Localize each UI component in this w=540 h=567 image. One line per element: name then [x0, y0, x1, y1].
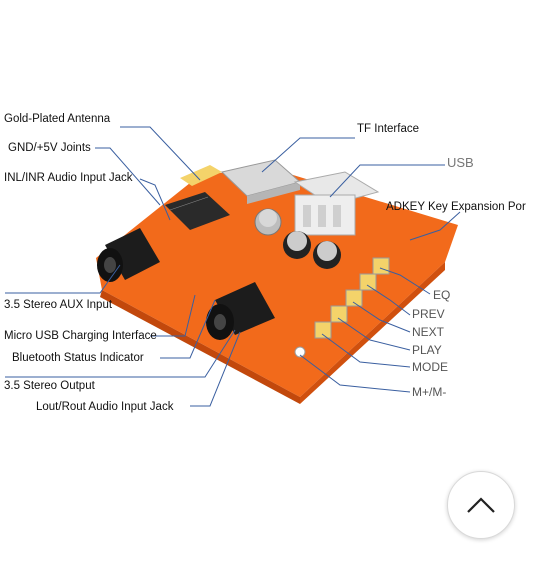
label-inl-inr-jack: INL/INR Audio Input Jack	[4, 172, 133, 184]
label-prev: PREV	[412, 307, 445, 321]
label-play: PLAY	[412, 343, 442, 357]
leader-lines	[5, 126, 461, 407]
label-lout-rout-jack: Lout/Rout Audio Input Jack	[36, 401, 174, 413]
stereo-output-jack	[206, 282, 275, 340]
label-m-plus-minus: M+/M-	[412, 385, 447, 399]
label-next: NEXT	[412, 325, 445, 339]
scroll-to-top-button[interactable]	[447, 471, 515, 539]
capacitors	[254, 208, 341, 269]
chevron-up-icon	[467, 497, 495, 513]
label-micro-usb-charging: Micro USB Charging Interface	[4, 330, 157, 342]
label-tf-interface: TF Interface	[357, 123, 419, 135]
antenna	[180, 165, 222, 186]
label-usb: USB	[447, 155, 474, 170]
usb-port	[293, 171, 380, 236]
label-bluetooth-status: Bluetooth Status Indicator	[12, 352, 144, 364]
label-gold-plated-antenna: Gold-Plated Antenna	[4, 113, 111, 125]
label-eq: EQ	[433, 288, 451, 302]
label-gnd-5v-joints: GND/+5V Joints	[8, 142, 91, 154]
label-stereo-output: 3.5 Stereo Output	[4, 380, 95, 392]
label-mode: MODE	[412, 360, 448, 374]
main-chip	[165, 192, 230, 230]
label-stereo-aux-input: 3.5 Stereo AUX Input	[4, 299, 113, 311]
label-adkey: ADKEY Key Expansion Por	[386, 201, 526, 213]
